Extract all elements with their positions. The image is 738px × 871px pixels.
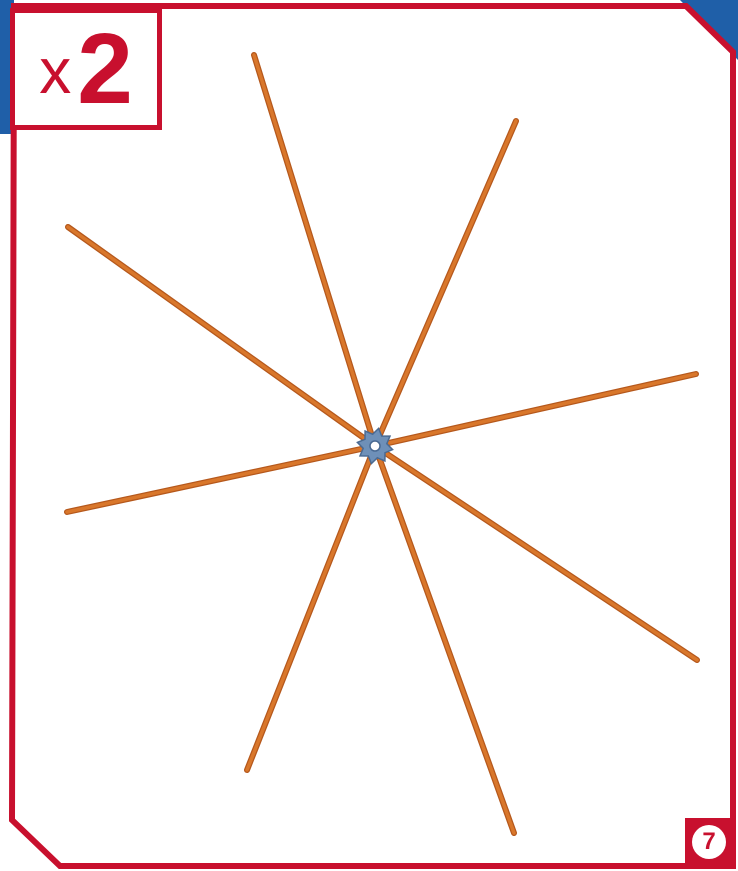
quantity-count: 2 [77, 19, 133, 119]
hub-hole [370, 441, 380, 451]
rod [68, 227, 375, 446]
rod [375, 446, 514, 833]
rod [67, 446, 375, 512]
rod [375, 121, 516, 446]
rod [375, 374, 696, 446]
rod [247, 446, 375, 770]
quantity-box: x 2 [10, 8, 162, 130]
rod [254, 55, 375, 446]
quantity-prefix: x [39, 39, 71, 103]
rod [375, 446, 697, 660]
step-badge: 7 [685, 818, 733, 866]
step-number: 7 [692, 825, 726, 859]
